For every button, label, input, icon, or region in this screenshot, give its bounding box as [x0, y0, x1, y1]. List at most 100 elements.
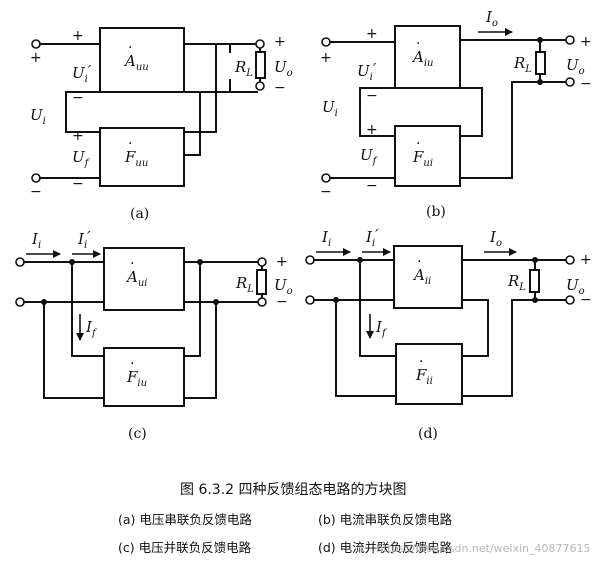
panel-a-tag: (a): [130, 206, 149, 222]
panel-d-output-terminal-bottom: [565, 295, 575, 305]
panel-b-sign-minus-2: −: [366, 178, 378, 194]
panel-d-amp-input-current-label: Ii′: [365, 226, 379, 249]
panel-c-amp-dot: ·: [130, 256, 134, 272]
panel-c-input-terminal-bottom: [15, 297, 25, 307]
panel-a-feedback-voltage-label: Uf: [72, 148, 91, 169]
panel-c-fb-label: Fiu: [126, 368, 147, 389]
panel-c-sign-plus: +: [276, 254, 288, 270]
panel-d-output-current-label: Io: [489, 228, 502, 249]
panel-a-input-terminal-bottom: [31, 173, 41, 183]
panel-c-amp-label: Aui: [125, 268, 147, 289]
panel-a-sign-plus-1: +: [72, 28, 84, 44]
panel-a-fb-dot: ·: [128, 136, 132, 152]
panel-c-sample-bottom: [183, 301, 217, 399]
panel-b-tag: (b): [426, 204, 446, 220]
panel-c-load-label: RL: [235, 274, 254, 295]
panel-c-node-in: [69, 259, 75, 265]
panel-b-feedback-block: [394, 125, 461, 187]
panel-a-load-label: RL: [234, 58, 253, 79]
panel-c-output-terminal-bottom: [257, 297, 267, 307]
panel-b-output-terminal-top: [565, 35, 575, 45]
panel-b-amp-input-label: Ui′: [357, 60, 377, 83]
panel-b-feedback-voltage-label: Uf: [360, 146, 379, 167]
panel-b-sign-plus-2: +: [320, 50, 332, 66]
panel-c-fb-dot: ·: [130, 356, 134, 372]
panel-c-load-resistor: [256, 269, 267, 295]
caption-item-a: (a) 电压串联负反馈电路: [118, 512, 252, 527]
panel-d-amp-to-fb-wire: [461, 299, 489, 357]
panel-b-fb-dot: ·: [416, 136, 420, 152]
panel-b-sign-minus-1: −: [366, 88, 378, 104]
panel-b-amp-label: Aiu: [411, 48, 433, 69]
caption-item-b: (b) 电流串联负反馈电路: [318, 512, 453, 527]
panel-b-input-terminal-top: [321, 37, 331, 47]
panel-c-output-terminal-top: [257, 257, 267, 267]
panel-b-sign-plus-3: +: [366, 122, 378, 138]
panel-b-amp-to-fb-wire: [459, 87, 483, 137]
panel-b-node-top: [537, 37, 543, 43]
panel-c-node-gnd: [41, 299, 47, 305]
panel-d-node-out-top: [532, 257, 538, 263]
panel-b-current-series: Aiu · Fui · Ui′ Ui Uf Io RL Uo + + − + −…: [320, 8, 592, 220]
panel-c-tag: (c): [128, 426, 147, 442]
panel-c-output-label: Uo: [274, 276, 293, 297]
panel-d-tag: (d): [418, 426, 438, 442]
panel-c-ground-to-fb-wire: [43, 301, 105, 399]
panel-d-node-gnd: [333, 297, 339, 303]
panel-d-feedback-current-label: If: [375, 318, 388, 339]
panel-d-amp-dot: ·: [417, 254, 421, 270]
panel-d-sign-minus: −: [580, 292, 592, 308]
panel-a-amp-input-label: Ui′: [72, 62, 92, 85]
panel-a-series-loop-wire: [65, 91, 101, 133]
panel-c-feedback-block: [103, 347, 185, 407]
panel-c-voltage-shunt: Aui · Fiu · Ii Ii′ If RL Uo + − (c): [15, 228, 293, 442]
panel-d-amplifier-block: [393, 245, 463, 309]
panel-d-fb-dot: ·: [419, 354, 423, 370]
panel-b-load-label: RL: [513, 54, 532, 75]
panel-c-sign-minus: −: [276, 294, 288, 310]
panel-d-input-terminal-top: [305, 255, 315, 265]
panel-c-feedback-current-label: If: [85, 318, 98, 339]
panel-d-load-label: RL: [507, 272, 526, 293]
panel-d-feedback-return-wire: [359, 259, 397, 357]
panel-a-load-resistor: [255, 51, 266, 79]
panel-d-feedback-sample-wire: [461, 299, 536, 397]
panel-a-sign-plus-4: +: [274, 34, 286, 50]
panel-b-series-loop-wire: [359, 87, 396, 137]
panel-a-sign-plus-3: +: [72, 128, 84, 144]
panel-b-input-terminal-bottom: [321, 173, 331, 183]
panel-a-sign-plus-2: +: [30, 50, 42, 66]
panel-b-output-terminal-bottom: [565, 77, 575, 87]
panel-d-ground-to-fb-wire: [335, 299, 397, 397]
panel-b-amp-dot: ·: [416, 36, 420, 52]
panel-b-feedback-sample-wire: [459, 81, 541, 179]
panel-a-output-terminal-top: [255, 39, 265, 49]
panel-d-input-current-label: Ii: [321, 228, 331, 249]
panel-c-sample-top: [183, 261, 201, 357]
panel-c-amp-input-current-label: Ii′: [77, 228, 91, 251]
panel-a-feedback-sample-bottom: [183, 91, 201, 156]
panel-d-sign-plus: +: [580, 252, 592, 268]
panel-c-input-current-label: Ii: [31, 230, 41, 251]
panel-a-fb-label: Fuu: [124, 148, 148, 169]
panel-b-sign-plus-1: +: [366, 26, 378, 42]
figure-caption: 图 6.3.2 四种反馈组态电路的方块图 (a) 电压串联负反馈电路 (b) 电…: [118, 482, 453, 555]
caption-title: 图 6.3.2 四种反馈组态电路的方块图: [180, 482, 407, 498]
panel-b-sign-minus-4: −: [580, 76, 592, 92]
panel-a-sign-minus-4: −: [274, 80, 286, 96]
panel-d-output-label: Uo: [566, 276, 585, 297]
panel-a-output-label: Uo: [274, 58, 293, 79]
panel-d-feedback-block: [395, 343, 463, 405]
panel-a-sign-minus-3: −: [30, 184, 42, 200]
panel-a-amplifier-block: [99, 27, 185, 93]
panel-d-load-resistor: [529, 269, 540, 293]
panel-d-input-terminal-bottom: [305, 295, 315, 305]
panel-c-amplifier-block: [103, 247, 185, 311]
panel-c-node-out-top: [197, 259, 203, 265]
panel-a-sign-minus-2: −: [72, 176, 84, 192]
panel-a-amp-dot: ·: [128, 40, 132, 56]
panel-b-output-current-label: Io: [485, 8, 498, 29]
panel-a-voltage-series: Auu · Fuu · Ui′ Ui Uf RL Uo + + − + − − …: [30, 27, 293, 222]
panel-c-node-out-bottom: [213, 299, 219, 305]
panel-c-input-terminal-top: [15, 257, 25, 267]
